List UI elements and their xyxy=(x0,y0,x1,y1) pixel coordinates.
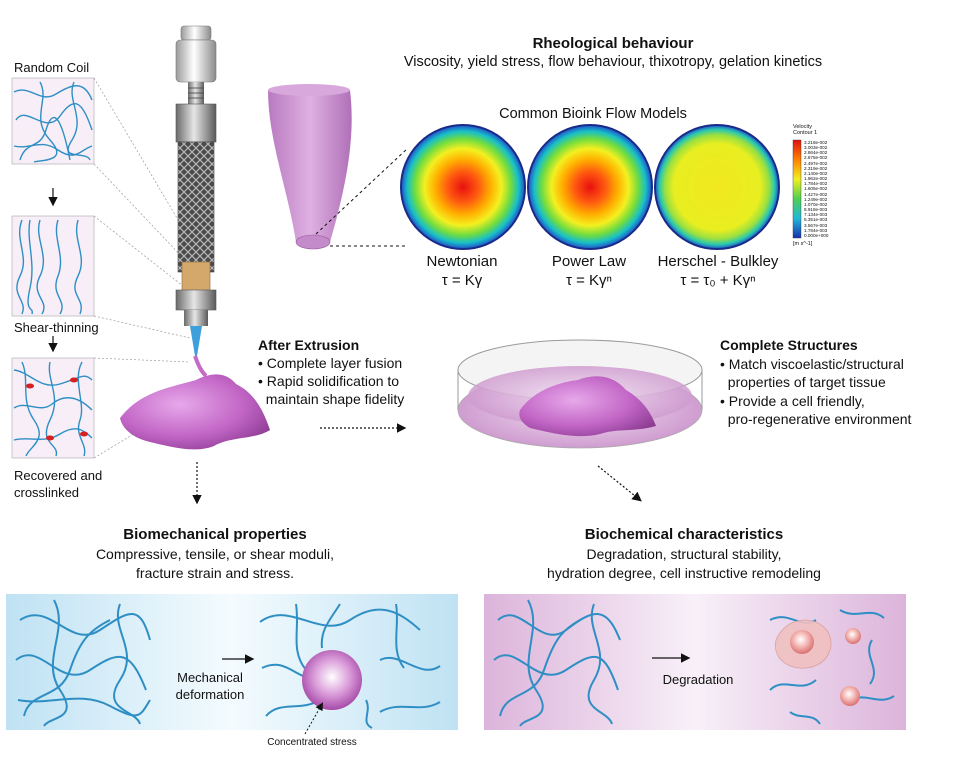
legend-value: 1.962e-002 xyxy=(804,176,828,182)
complete-structures-bullet-1: • Match viscoelastic/structural xyxy=(720,355,904,372)
complete-structures-bullet-3: • Provide a cell friendly, xyxy=(720,392,865,409)
complete-structures-block: Complete Structures • Match viscoelastic… xyxy=(720,336,911,429)
petri-dish xyxy=(457,339,703,449)
recovered-label-line1: Recovered and xyxy=(14,468,103,483)
shear-thinning-box xyxy=(11,215,95,317)
complete-structures-bullet-4: pro-regenerative environment xyxy=(720,411,912,427)
legend-value: 2.864e-002 xyxy=(804,150,828,156)
legend-value: 3.218e-002 xyxy=(804,140,828,145)
flow-models-title: Common Bioink Flow Models xyxy=(499,106,687,122)
biomechanical-line2: fracture strain and stress. xyxy=(136,565,294,581)
legend-value: 1.784e-002 xyxy=(804,181,828,187)
degradation-label: Degradation xyxy=(662,672,734,687)
recovered-label-line2: crosslinked xyxy=(14,485,80,500)
mechanical-deformation-line1: Mechanical xyxy=(177,670,243,685)
after-extrusion-bullet-2: • Rapid solidification to xyxy=(258,373,400,389)
complete-structures-title: Complete Structures xyxy=(720,337,858,353)
model-equation-newtonian: τ = Kγ xyxy=(441,272,483,289)
mechanical-deformation-line2: deformation xyxy=(175,687,245,702)
random-coil-box xyxy=(11,77,95,165)
legend-title-line2: Contour 1 xyxy=(793,130,818,136)
cone-guides xyxy=(315,147,409,247)
legend-value: 8.918e-003 xyxy=(804,207,828,213)
legend-value: 2.675e-002 xyxy=(804,155,828,161)
legend-value: 2.319e-002 xyxy=(804,165,828,171)
random-coil-label: Random Coil xyxy=(14,60,90,75)
after-extrusion-bullet-3: maintain shape fidelity xyxy=(258,391,405,407)
velocity-legend-title: Velocity Contour 1 xyxy=(793,124,817,136)
model-name-herschel-bulkley: Herschel - Bulkley xyxy=(657,253,779,270)
biochemical-line1: Degradation, structural stability, xyxy=(586,546,782,562)
cfd-newtonian xyxy=(400,124,526,250)
legend-unit: [m s^-1] xyxy=(793,241,813,247)
legend-value: 1.249e-002 xyxy=(804,196,828,202)
legend-value: 1.605e-002 xyxy=(804,186,828,192)
after-extrusion-block: After Extrusion • Complete layer fusion … xyxy=(258,336,404,408)
legend-value: 1.427e-002 xyxy=(804,191,828,197)
concentrated-stress-label: Concentrated stress xyxy=(267,737,357,748)
biochemical-panel xyxy=(484,594,906,730)
biochemical-line2: hydration degree, cell instructive remod… xyxy=(547,565,821,581)
nozzle-cone xyxy=(268,84,352,250)
legend-value: 1.784e-003 xyxy=(804,227,828,233)
legend-value: 3.567e-003 xyxy=(804,222,828,228)
complete-structures-bullet-2: properties of target tissue xyxy=(720,374,886,390)
velocity-colorbar xyxy=(792,139,802,239)
rheology-title: Rheological behaviour xyxy=(532,35,694,52)
legend-value: 1.070e-002 xyxy=(804,201,828,207)
legend-value: 2.497e-002 xyxy=(804,160,828,166)
crosslinked-box xyxy=(11,357,95,459)
syringe xyxy=(175,25,217,378)
cfd-power-law xyxy=(527,124,653,250)
model-equation-power-law: τ = Kγⁿ xyxy=(566,272,612,289)
after-extrusion-title: After Extrusion xyxy=(258,337,360,353)
biomechanical-line1: Compressive, tensile, or shear moduli, xyxy=(95,546,335,562)
legend-value: 2.140e-002 xyxy=(804,170,828,176)
model-name-power-law: Power Law xyxy=(551,253,627,270)
legend-title-line1: Velocity xyxy=(793,124,812,130)
legend-value: 3.003e-002 xyxy=(804,145,828,151)
to-biochemical-arrow xyxy=(597,465,642,502)
extruded-gel xyxy=(120,374,270,450)
biomechanical-title: Biomechanical properties xyxy=(123,526,307,543)
rheology-subtitle: Viscosity, yield stress, flow behaviour,… xyxy=(403,54,823,70)
legend-value: 0.000e+000 xyxy=(804,232,829,238)
cfd-herschel-bulkley xyxy=(654,124,780,250)
shear-thinning-label: Shear-thinning xyxy=(14,320,99,335)
legend-value: 5.351e-003 xyxy=(804,217,828,223)
legend-value: 7.134e-003 xyxy=(804,212,828,218)
biomechanical-panel xyxy=(6,594,458,735)
model-equation-herschel-bulkley: τ = τ₀ + Kγⁿ xyxy=(680,272,756,289)
model-name-newtonian: Newtonian xyxy=(426,253,498,270)
after-extrusion-bullet-1: • Complete layer fusion xyxy=(258,355,403,371)
biochemical-title: Biochemical characteristics xyxy=(584,526,784,543)
zoom-guides xyxy=(93,77,191,459)
